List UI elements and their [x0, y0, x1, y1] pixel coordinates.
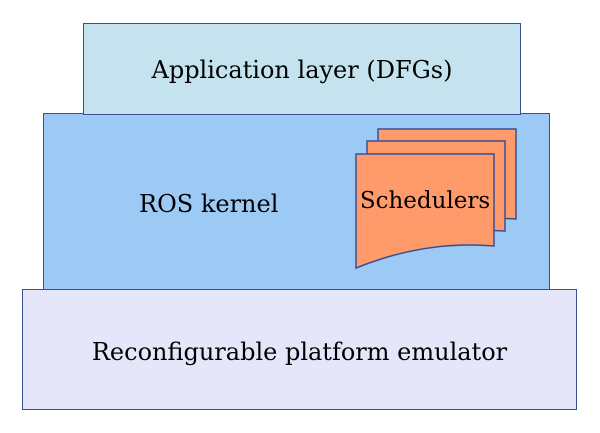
scheduler-sheet-front — [355, 153, 495, 270]
ros-kernel-label: ROS kernel — [139, 190, 279, 218]
platform-emulator-layer: Reconfigurable platform emulator — [22, 289, 577, 410]
application-layer: Application layer (DFGs) — [83, 23, 521, 115]
schedulers-label: Schedulers — [359, 188, 491, 214]
application-layer-label: Application layer (DFGs) — [151, 56, 453, 84]
platform-emulator-label: Reconfigurable platform emulator — [91, 338, 508, 366]
